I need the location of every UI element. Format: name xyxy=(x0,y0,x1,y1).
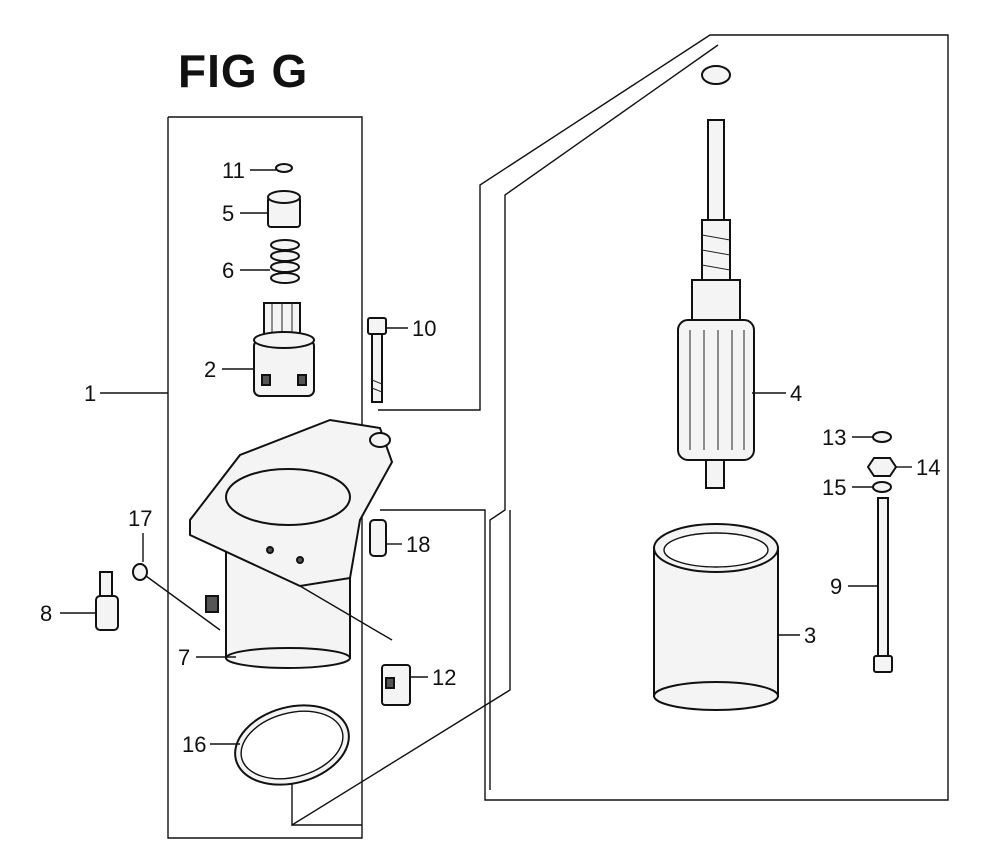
callout-9: 9 xyxy=(830,574,842,599)
callout-7: 7 xyxy=(178,645,190,670)
part-17-screw xyxy=(132,563,221,631)
assembly-bracket-outer xyxy=(291,34,949,827)
callout-12: 12 xyxy=(432,665,456,690)
part-13-washer xyxy=(872,431,892,443)
callout-1: 1 xyxy=(84,381,96,406)
callout-3: 3 xyxy=(804,623,816,648)
part-5-collar xyxy=(267,190,301,228)
part-16-oring xyxy=(234,704,350,786)
part-15-washer xyxy=(872,481,892,493)
part-10-bolt xyxy=(367,317,387,403)
part-14-nut xyxy=(866,457,898,477)
part-3-yoke xyxy=(653,523,779,711)
part-7-housing xyxy=(189,418,394,669)
part-2-pinion xyxy=(253,302,315,397)
callout-15: 15 xyxy=(822,475,846,500)
part-12-brush-holder xyxy=(381,664,411,706)
part-6-spring xyxy=(270,239,300,284)
part-18-brush xyxy=(369,519,387,557)
callout-labels: 1 2 3 4 5 6 7 8 9 10 11 12 13 14 15 16 1… xyxy=(40,158,940,757)
callout-6: 6 xyxy=(222,258,234,283)
part-4-armature xyxy=(677,65,755,489)
callout-17: 17 xyxy=(128,506,152,531)
figure-title: FIG G xyxy=(178,45,309,97)
callout-16: 16 xyxy=(182,732,206,757)
part-11-clip xyxy=(275,163,293,173)
callout-4: 4 xyxy=(790,381,802,406)
callout-5: 5 xyxy=(222,201,234,226)
part-8-terminal xyxy=(95,571,119,631)
callout-8: 8 xyxy=(40,601,52,626)
leader-lines xyxy=(60,169,912,745)
callout-14: 14 xyxy=(916,455,940,480)
callout-2: 2 xyxy=(204,357,216,382)
callout-11: 11 xyxy=(222,158,245,183)
part-9-through-bolt xyxy=(873,497,893,673)
callout-10: 10 xyxy=(412,316,436,341)
callout-18: 18 xyxy=(406,532,430,557)
callout-13: 13 xyxy=(822,425,846,450)
assembly-bracket-left xyxy=(167,116,363,839)
